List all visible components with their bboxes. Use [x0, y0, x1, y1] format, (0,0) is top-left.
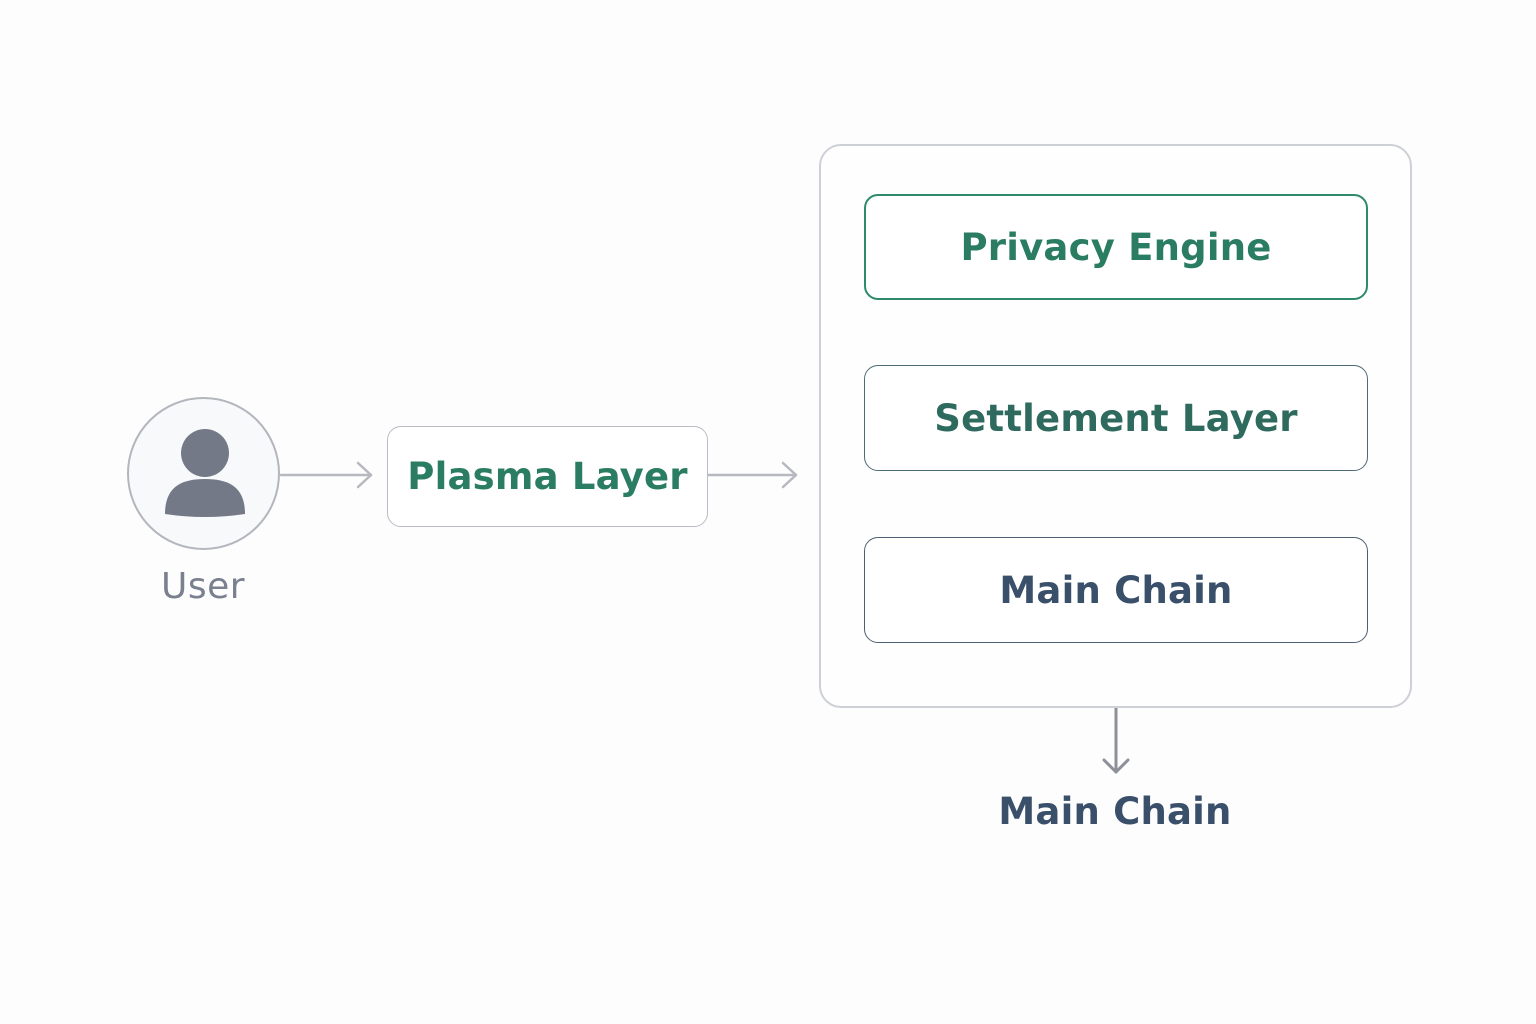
plasma-layer-node[interactable]: Plasma Layer [387, 426, 708, 527]
user-label: User [160, 566, 246, 607]
main-chain-node[interactable]: Main Chain [864, 537, 1368, 643]
arrow-user-to-plasma [279, 461, 373, 489]
settlement-layer-node[interactable]: Settlement Layer [864, 365, 1368, 471]
user-avatar[interactable] [127, 397, 280, 550]
main-chain-output-label: Main Chain [998, 790, 1232, 833]
person-icon [165, 429, 245, 517]
arrow-plasma-to-stack [706, 461, 798, 489]
privacy-engine-node[interactable]: Privacy Engine [864, 194, 1368, 300]
